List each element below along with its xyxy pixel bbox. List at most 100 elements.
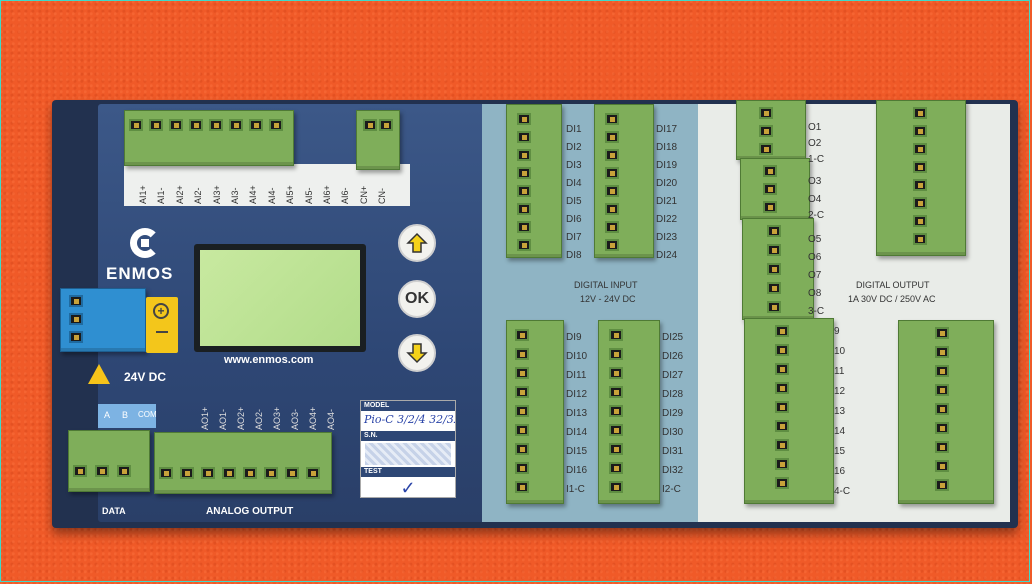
terminal-screw[interactable] — [759, 143, 773, 155]
terminal-screw[interactable] — [609, 367, 623, 379]
terminal-screw[interactable] — [913, 215, 927, 227]
terminal-screw[interactable] — [209, 119, 223, 131]
terminal-screw[interactable] — [935, 441, 949, 453]
do-terminal-3[interactable] — [742, 218, 814, 320]
analog-input-terminal[interactable] — [124, 110, 294, 166]
terminal-screw[interactable] — [264, 467, 278, 479]
terminal-screw[interactable] — [605, 167, 619, 179]
terminal-screw[interactable] — [767, 225, 781, 237]
terminal-screw[interactable] — [517, 185, 531, 197]
terminal-screw[interactable] — [69, 295, 83, 307]
terminal-screw[interactable] — [605, 149, 619, 161]
terminal-screw[interactable] — [269, 119, 283, 131]
terminal-screw[interactable] — [515, 405, 529, 417]
terminal-screw[interactable] — [189, 119, 203, 131]
terminal-screw[interactable] — [249, 119, 263, 131]
terminal-screw[interactable] — [775, 477, 789, 489]
terminal-screw[interactable] — [935, 479, 949, 491]
terminal-screw[interactable] — [913, 161, 927, 173]
terminal-screw[interactable] — [129, 119, 143, 131]
terminal-screw[interactable] — [605, 239, 619, 251]
terminal-screw[interactable] — [775, 382, 789, 394]
terminal-screw[interactable] — [913, 107, 927, 119]
analog-output-terminal[interactable] — [154, 432, 332, 494]
terminal-screw[interactable] — [515, 367, 529, 379]
terminal-screw[interactable] — [913, 179, 927, 191]
terminal-screw[interactable] — [935, 346, 949, 358]
terminal-screw[interactable] — [515, 386, 529, 398]
terminal-screw[interactable] — [935, 460, 949, 472]
terminal-screw[interactable] — [517, 131, 531, 143]
terminal-screw[interactable] — [159, 467, 173, 479]
ok-button[interactable]: OK — [398, 280, 436, 318]
terminal-screw[interactable] — [763, 165, 777, 177]
terminal-screw[interactable] — [913, 197, 927, 209]
terminal-screw[interactable] — [69, 313, 83, 325]
terminal-screw[interactable] — [609, 329, 623, 341]
terminal-screw[interactable] — [767, 263, 781, 275]
terminal-screw[interactable] — [605, 131, 619, 143]
down-button[interactable] — [398, 334, 436, 372]
do-terminal-1[interactable] — [736, 100, 806, 160]
terminal-screw[interactable] — [609, 443, 623, 455]
terminal-screw[interactable] — [775, 401, 789, 413]
terminal-screw[interactable] — [935, 384, 949, 396]
terminal-screw[interactable] — [243, 467, 257, 479]
terminal-screw[interactable] — [609, 424, 623, 436]
terminal-screw[interactable] — [285, 467, 299, 479]
do-terminal-6[interactable] — [898, 320, 994, 504]
terminal-screw[interactable] — [767, 301, 781, 313]
terminal-screw[interactable] — [763, 183, 777, 195]
terminal-screw[interactable] — [775, 458, 789, 470]
terminal-screw[interactable] — [73, 465, 87, 477]
terminal-screw[interactable] — [763, 201, 777, 213]
terminal-screw[interactable] — [609, 386, 623, 398]
do-terminal-4[interactable] — [744, 318, 834, 504]
terminal-screw[interactable] — [775, 344, 789, 356]
data-terminal[interactable] — [68, 430, 150, 492]
terminal-screw[interactable] — [229, 119, 243, 131]
terminal-screw[interactable] — [169, 119, 183, 131]
di-terminal-1-8[interactable] — [506, 104, 562, 258]
terminal-screw[interactable] — [95, 465, 109, 477]
di-terminal-25-32[interactable] — [598, 320, 660, 504]
terminal-screw[interactable] — [149, 119, 163, 131]
terminal-screw[interactable] — [775, 439, 789, 451]
terminal-screw[interactable] — [767, 282, 781, 294]
terminal-screw[interactable] — [379, 119, 393, 131]
terminal-screw[interactable] — [201, 467, 215, 479]
terminal-screw[interactable] — [759, 107, 773, 119]
terminal-screw[interactable] — [515, 462, 529, 474]
terminal-screw[interactable] — [515, 348, 529, 360]
terminal-screw[interactable] — [913, 143, 927, 155]
terminal-screw[interactable] — [306, 467, 320, 479]
terminal-screw[interactable] — [935, 422, 949, 434]
di-terminal-17-24[interactable] — [594, 104, 654, 258]
terminal-screw[interactable] — [69, 331, 83, 343]
terminal-screw[interactable] — [515, 424, 529, 436]
terminal-screw[interactable] — [517, 239, 531, 251]
terminal-screw[interactable] — [605, 185, 619, 197]
terminal-screw[interactable] — [517, 203, 531, 215]
terminal-screw[interactable] — [759, 125, 773, 137]
terminal-screw[interactable] — [609, 462, 623, 474]
terminal-screw[interactable] — [913, 125, 927, 137]
terminal-screw[interactable] — [517, 113, 531, 125]
terminal-screw[interactable] — [913, 233, 927, 245]
terminal-screw[interactable] — [775, 325, 789, 337]
terminal-screw[interactable] — [605, 113, 619, 125]
terminal-screw[interactable] — [515, 481, 529, 493]
terminal-screw[interactable] — [117, 465, 131, 477]
terminal-screw[interactable] — [517, 167, 531, 179]
di-terminal-9-16[interactable] — [506, 320, 564, 504]
terminal-screw[interactable] — [515, 329, 529, 341]
terminal-screw[interactable] — [605, 203, 619, 215]
terminal-screw[interactable] — [775, 363, 789, 375]
terminal-screw[interactable] — [515, 443, 529, 455]
do-terminal-2[interactable] — [740, 158, 810, 220]
terminal-screw[interactable] — [767, 244, 781, 256]
up-button[interactable] — [398, 224, 436, 262]
power-terminal[interactable] — [60, 288, 146, 352]
terminal-screw[interactable] — [935, 403, 949, 415]
terminal-screw[interactable] — [605, 221, 619, 233]
